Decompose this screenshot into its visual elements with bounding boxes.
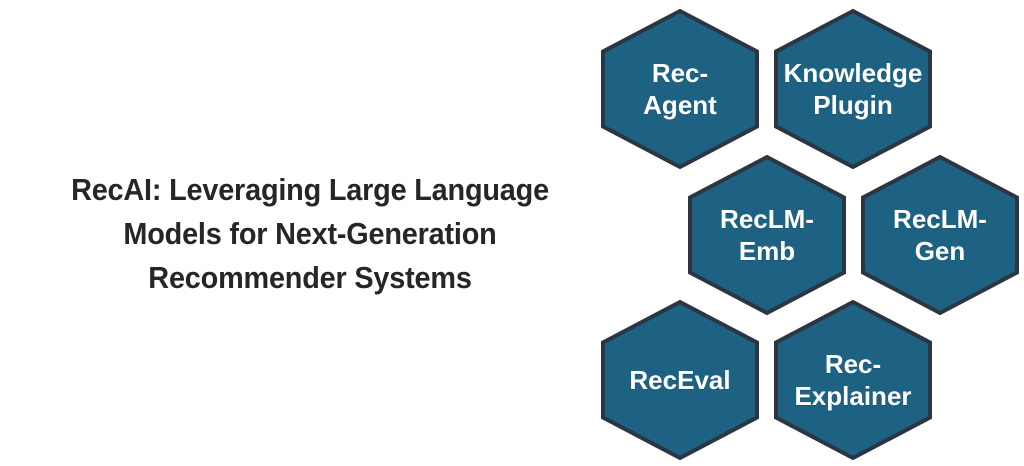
title-line-1: RecAI: Leveraging Large Language [71,172,549,207]
hex-reclm-emb[interactable]: RecLM- Emb [687,154,847,316]
hex-rec-explainer[interactable]: Rec- Explainer [773,299,933,461]
hexagon-shape-icon [774,299,932,461]
hex-reclm-gen[interactable]: RecLM- Gen [860,154,1020,316]
hexagon-shape-icon [601,8,759,170]
hex-knowledge-plugin[interactable]: Knowledge Plugin [773,8,933,170]
title-line-3: Recommender Systems [148,260,472,295]
page-title: RecAI: Leveraging Large Language Models … [8,168,612,300]
hex-rec-agent[interactable]: Rec- Agent [600,8,760,170]
hexagon-shape-icon [861,154,1019,316]
hex-receval[interactable]: RecEval [600,299,760,461]
hexagon-shape-icon [601,299,759,461]
hexagon-shape-icon [774,8,932,170]
hexagon-shape-icon [688,154,846,316]
title-line-2: Models for Next-Generation [123,216,497,251]
